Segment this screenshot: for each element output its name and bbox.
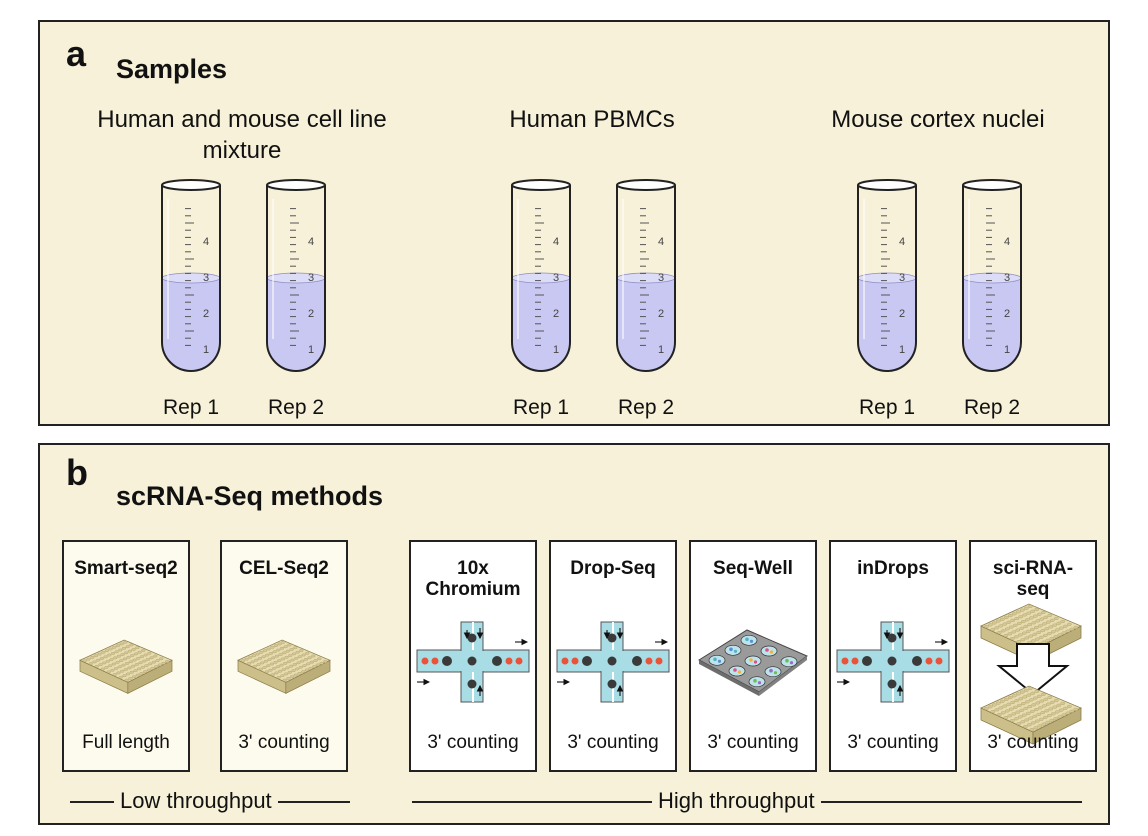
method-type: 3' counting bbox=[847, 732, 939, 753]
plate-icon bbox=[68, 612, 184, 712]
tube-scale-label: 4 bbox=[899, 236, 905, 248]
method-card-seq-well: Seq-Well 3' counting bbox=[689, 540, 817, 772]
method-type: 3' counting bbox=[567, 732, 659, 753]
method-type: 3' counting bbox=[427, 732, 519, 753]
tube-scale-label: 4 bbox=[553, 236, 559, 248]
group-label-cell-line-mixture: Human and mouse cell line mixture bbox=[97, 106, 387, 164]
tube-scale-label: 1 bbox=[899, 344, 905, 356]
method-name: CEL-Seq2 bbox=[239, 558, 329, 579]
sample-tube: 4 3 2 1 bbox=[960, 179, 1024, 375]
panel-letter-b: b bbox=[66, 452, 88, 493]
method-name: Smart-seq2 bbox=[74, 558, 178, 579]
method-type: Full length bbox=[82, 732, 170, 753]
plate-icon bbox=[226, 612, 342, 712]
method-name: 10x Chromium bbox=[425, 558, 521, 600]
panel-title-methods: scRNA-Seq methods bbox=[116, 481, 384, 511]
tube-scale-label: 2 bbox=[658, 308, 664, 320]
method-name: Drop-Seq bbox=[570, 558, 656, 579]
tube-scale-label: 3 bbox=[203, 272, 209, 284]
tube-scale-label: 2 bbox=[308, 308, 314, 320]
high-throughput-label: High throughput bbox=[652, 788, 821, 814]
microfluidic-chip-icon bbox=[835, 612, 951, 712]
plate-transfer-icon bbox=[975, 603, 1091, 745]
seq-well-array-icon bbox=[695, 612, 811, 712]
tube-scale-label: 1 bbox=[1004, 344, 1010, 356]
tube-scale-label: 3 bbox=[1004, 272, 1010, 284]
scrna-seq-methods-panel: b scRNA-Seq methods Smart-seq2 Full leng… bbox=[38, 443, 1110, 825]
method-card-drop-seq: Drop-Seq 3' counting bbox=[549, 540, 677, 772]
tube-scale-label: 2 bbox=[553, 308, 559, 320]
tube-scale-label: 4 bbox=[308, 236, 314, 248]
down-arrow-icon bbox=[996, 643, 1070, 696]
method-card-smart-seq2: Smart-seq2 Full length bbox=[62, 540, 190, 772]
tube-scale-label: 3 bbox=[308, 272, 314, 284]
tube-scale-label: 3 bbox=[553, 272, 559, 284]
low-throughput-label: Low throughput bbox=[114, 788, 278, 814]
tube-scale-label: 3 bbox=[658, 272, 664, 284]
method-name: Seq-Well bbox=[713, 558, 793, 579]
samples-panel: a Samples Human and mouse cell line mixt… bbox=[38, 20, 1110, 426]
method-name: sci-RNA- seq bbox=[992, 558, 1074, 600]
tube-scale-label: 1 bbox=[553, 344, 559, 356]
method-type: 3' counting bbox=[987, 732, 1079, 753]
rep-label: Rep 2 bbox=[963, 396, 1021, 419]
tube-scale-label: 4 bbox=[1004, 236, 1010, 248]
method-card-indrops: inDrops 3' counting bbox=[829, 540, 957, 772]
method-name: inDrops bbox=[857, 558, 929, 579]
panel-letter-a: a bbox=[66, 33, 87, 74]
rep-label: Rep 2 bbox=[617, 396, 675, 419]
tube-scale-label: 4 bbox=[658, 236, 664, 248]
rep-label: Rep 1 bbox=[858, 396, 916, 419]
method-card-cel-seq2: CEL-Seq2 3' counting bbox=[220, 540, 348, 772]
tube-scale-label: 2 bbox=[899, 308, 905, 320]
tube-scale-label: 2 bbox=[1004, 308, 1010, 320]
sample-tube: 4 3 2 1 bbox=[159, 179, 223, 375]
rep-label: Rep 1 bbox=[512, 396, 570, 419]
method-type: 3' counting bbox=[238, 732, 330, 753]
group-label-mouse-cortex-nuclei: Mouse cortex nuclei bbox=[831, 106, 1045, 133]
microfluidic-chip-icon bbox=[415, 612, 531, 712]
sample-tube: 4 3 2 1 bbox=[264, 179, 328, 375]
tube-scale-label: 1 bbox=[308, 344, 314, 356]
group-label-human-pbmcs: Human PBMCs bbox=[509, 106, 675, 133]
tube-scale-label: 3 bbox=[899, 272, 905, 284]
microfluidic-chip-icon bbox=[555, 612, 671, 712]
tube-scale-label: 1 bbox=[658, 344, 664, 356]
rep-label: Rep 1 bbox=[162, 396, 220, 419]
method-type: 3' counting bbox=[707, 732, 799, 753]
method-card-10x-chromium: 10x Chromium 3' counting bbox=[409, 540, 537, 772]
sample-tube: 4 3 2 1 bbox=[614, 179, 678, 375]
panel-title-samples: Samples bbox=[116, 54, 228, 84]
tube-scale-label: 2 bbox=[203, 308, 209, 320]
sample-tube: 4 3 2 1 bbox=[509, 179, 573, 375]
rep-label: Rep 2 bbox=[267, 396, 325, 419]
tube-scale-label: 4 bbox=[203, 236, 209, 248]
method-card-sci-rna-seq: sci-RNA- seq 3' counting bbox=[969, 540, 1097, 772]
sample-tube: 4 3 2 1 bbox=[855, 179, 919, 375]
tube-scale-label: 1 bbox=[203, 344, 209, 356]
